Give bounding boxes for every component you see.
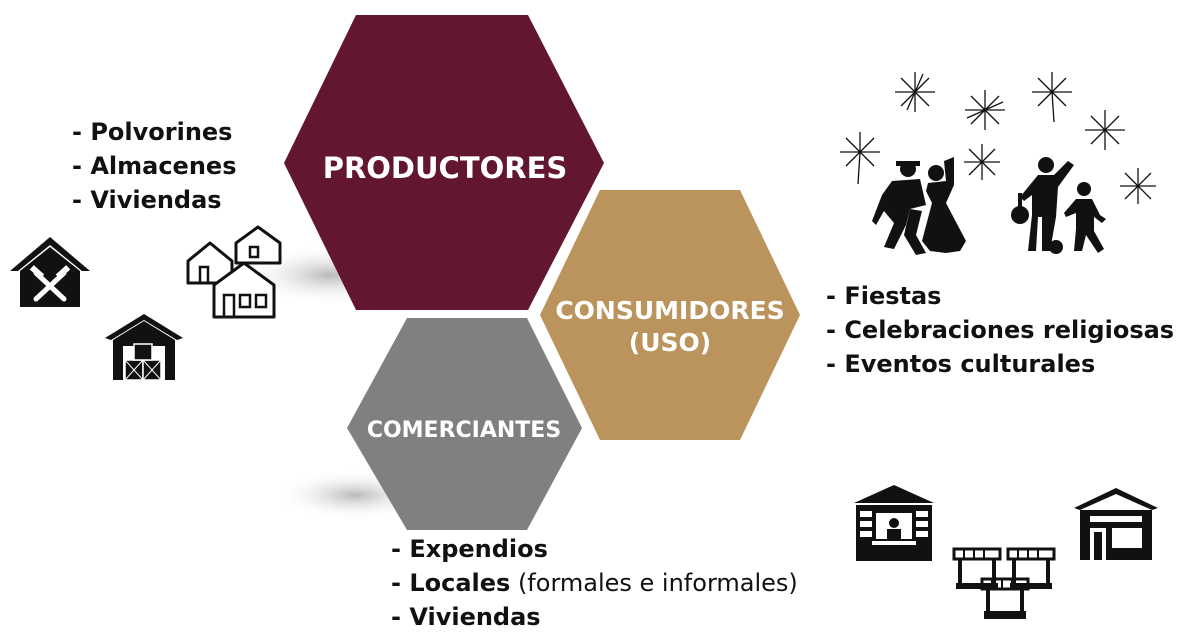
hexagon-productores [284,15,604,310]
hexagon-consumidores [540,190,800,440]
mine-house-icon [10,237,90,307]
list-item: - Viviendas [72,186,222,214]
list-item-bold: - Locales [391,569,511,597]
warehouse-icon [105,314,183,380]
kiosk-icon [854,485,934,561]
list-item: - Eventos culturales [826,350,1096,378]
list-item: - Viviendas [391,603,541,631]
list-item-note: (formales e informales) [510,569,798,597]
list-item: - Fiestas [826,282,942,310]
hexagon-comerciantes-label: COMERCIANTES [366,418,562,443]
list-item: - Almacenes [72,152,237,180]
family-icon [1011,157,1106,254]
hexagon-comerciantes [347,318,582,530]
store-icon [1074,488,1158,560]
list-item: - Polvorines [72,118,233,146]
list-item: - Celebraciones religiosas [826,316,1175,344]
consumidores-label-line2: (USO) [628,328,712,357]
consumidores-label-line1: CONSUMIDORES [555,296,785,325]
dancing-couple-icon [872,157,966,255]
hexagon-consumidores-label: CONSUMIDORES (USO) [540,295,800,359]
hexagon-productores-label: PRODUCTORES [322,151,568,185]
list-item: - Expendios [391,535,548,563]
comerciantes-list: - Expendios - Locales (formales e inform… [391,532,798,634]
fireworks-icon [840,72,1156,204]
market-stalls-icon [952,547,1056,619]
consumidores-list: - Fiestas - Celebraciones religiosas - E… [826,279,1174,381]
productores-list: - Polvorines - Almacenes - Viviendas [72,115,236,217]
list-item: - Locales (formales e informales) [391,566,798,600]
houses-icon [186,225,282,319]
